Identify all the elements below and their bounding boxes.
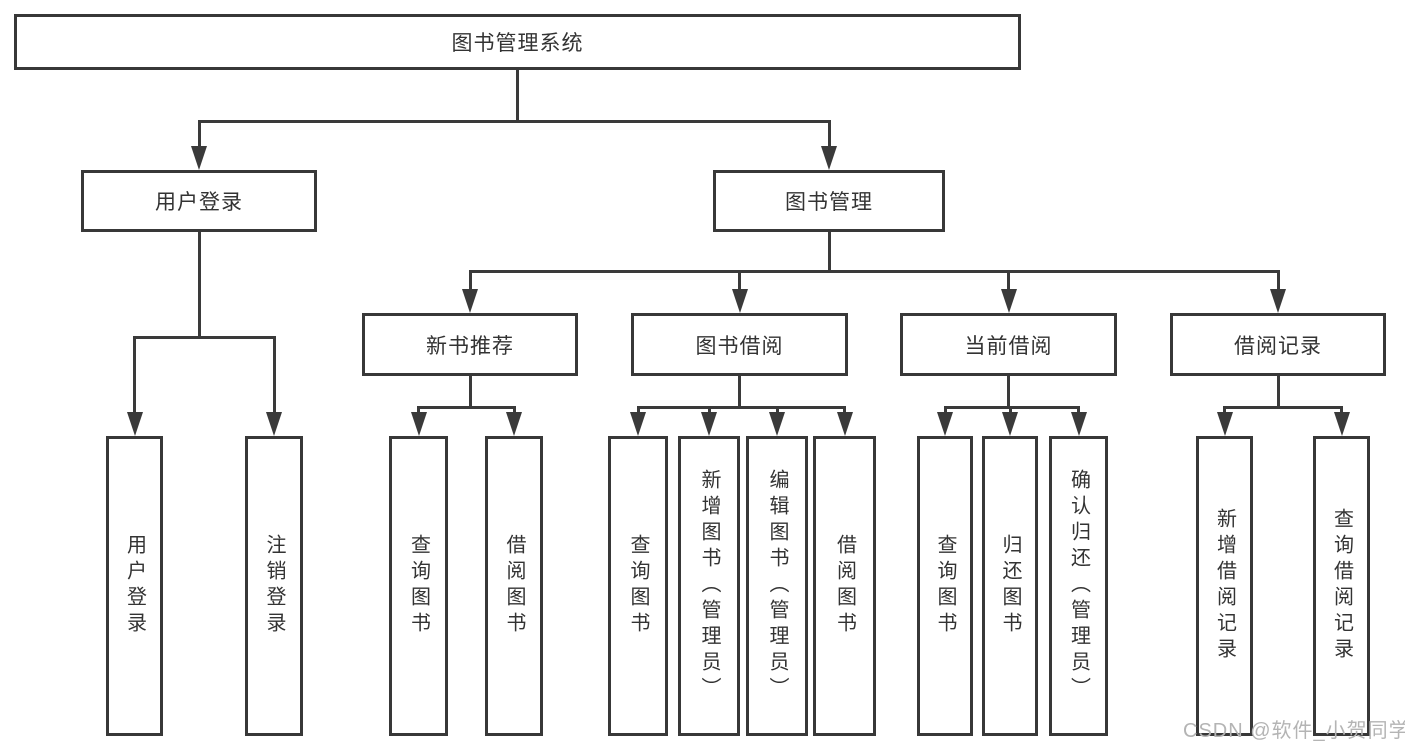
node-label: 编辑图书（管理员） [766,469,788,703]
connector-feed-line [1276,374,1280,409]
diagram-node-br1: 新增借阅记录 [1196,436,1253,736]
node-label: 归还图书 [999,534,1021,638]
connector-feed-line [468,374,472,409]
connector-rail-line [417,406,516,409]
connector-rail-line [943,406,1080,409]
diagram-node-bk_borrow: 图书借阅 [631,313,848,376]
node-label: 新增借阅记录 [1213,508,1236,664]
diagram-node-br2: 查询借阅记录 [1313,436,1370,736]
arrowhead-down-icon [821,146,837,170]
diagram-node-bb4: 借阅图书 [813,436,876,736]
connector-drop-line [197,120,201,152]
diagram-node-new_rec: 新书推荐 [362,313,578,376]
node-label: 查询图书 [627,534,649,638]
connector-drop-line [468,270,472,295]
node-label: 新增图书（管理员） [698,469,720,703]
connector-feed-line [516,68,519,123]
node-label: 当前借阅 [964,334,1053,358]
node-label: 查询借阅记录 [1330,508,1353,664]
arrowhead-down-icon [1216,412,1233,436]
arrowhead-down-icon [410,412,427,436]
arrowhead-down-icon [462,289,478,313]
connector-drop-line [827,120,831,152]
arrowhead-down-icon [266,412,282,436]
node-label: 注销登录 [263,534,285,638]
arrowhead-down-icon [506,412,522,436]
diagram-node-nr1: 查询图书 [389,436,448,736]
arrowhead-down-icon [630,412,646,436]
connector-rail-line [636,406,846,409]
diagram-node-ul2: 注销登录 [245,436,303,736]
arrowhead-down-icon [1000,289,1017,313]
connector-rail-line [1223,406,1343,409]
connector-drop-line [738,270,741,295]
arrowhead-down-icon [769,412,785,436]
node-label: 确认归还（管理员） [1067,469,1090,703]
connector-drop-line [1007,270,1010,295]
diagram-node-user_login: 用户登录 [81,170,317,232]
diagram-node-ul1: 用户登录 [106,436,163,736]
connector-feed-line [738,374,741,409]
arrowhead-down-icon [126,412,143,436]
connector-drop-line [272,336,276,418]
arrowhead-down-icon [1333,412,1350,436]
node-label: 图书管理系统 [451,32,584,55]
diagram-node-root: 图书管理系统 [14,14,1021,70]
node-label: 图书管理 [785,191,873,214]
arrowhead-down-icon [191,146,207,170]
diagram-node-cb2: 归还图书 [982,436,1038,736]
diagram-node-book_mgmt: 图书管理 [713,170,945,232]
node-label: 借阅图书 [503,534,525,638]
node-label: 借阅图书 [833,534,856,638]
csdn-watermark: CSDN @软件_小贺同学 [1183,720,1405,742]
node-label: 图书借阅 [695,334,784,358]
connector-feed-line [197,230,201,339]
diagram-node-cur_borrow: 当前借阅 [900,313,1117,376]
connector-drop-line [133,336,136,418]
connector-rail-line [133,336,276,339]
node-label: 借阅记录 [1234,334,1322,358]
arrowhead-down-icon [701,412,717,436]
diagram-node-bb2: 新增图书（管理员） [678,436,740,736]
connector-feed-line [827,230,831,273]
arrowhead-down-icon [937,412,953,436]
arrowhead-down-icon [731,289,748,313]
node-label: 查询图书 [934,534,956,638]
arrowhead-down-icon [836,412,853,436]
node-label: 新书推荐 [426,334,514,358]
node-label: 用户登录 [155,191,243,214]
diagram-node-bor_records: 借阅记录 [1170,313,1386,376]
diagram-node-cb1: 查询图书 [917,436,973,736]
diagram-node-bb1: 查询图书 [608,436,668,736]
arrowhead-down-icon [1002,412,1018,436]
diagram-node-bb3: 编辑图书（管理员） [746,436,808,736]
arrowhead-down-icon [1070,412,1087,436]
node-label: 用户登录 [123,534,146,638]
connector-feed-line [1007,374,1010,409]
diagram-node-cb3: 确认归还（管理员） [1049,436,1108,736]
arrowhead-down-icon [1270,289,1286,313]
connector-rail-line [468,270,1280,273]
connector-drop-line [1276,270,1280,295]
node-label: 查询图书 [407,534,430,638]
connector-rail-line [197,120,831,123]
diagram-node-nr2: 借阅图书 [485,436,543,736]
